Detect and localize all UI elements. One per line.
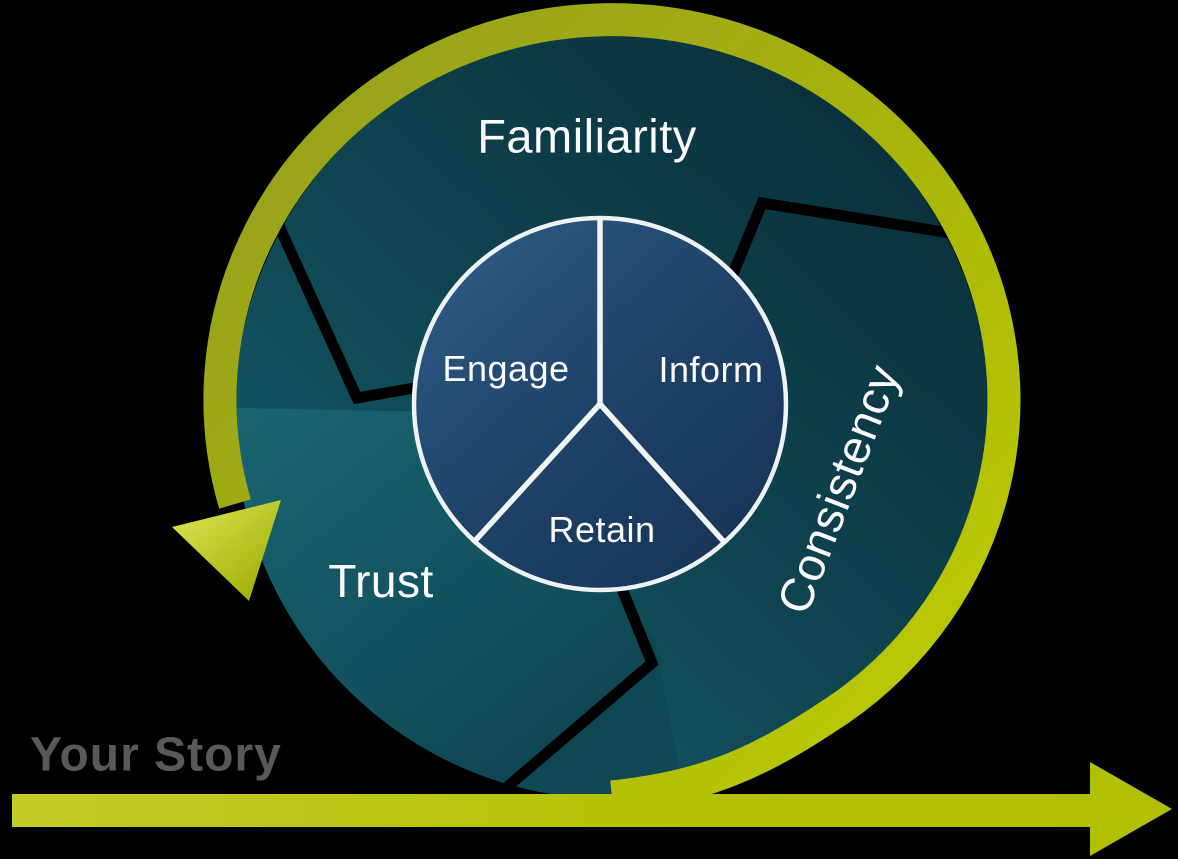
label-retain: Retain xyxy=(548,509,656,550)
label-engage: Engage xyxy=(442,348,570,389)
story-timeline-arrow-icon xyxy=(12,762,1172,856)
loop-arrow-band xyxy=(203,3,1021,814)
label-your-story: Your Story xyxy=(30,728,282,782)
core-divider-spokes xyxy=(470,217,728,545)
segment-divider-left xyxy=(264,203,421,405)
core-pie xyxy=(411,215,789,593)
label-familiarity: Familiarity xyxy=(477,109,697,163)
label-trust: Trust xyxy=(328,555,434,607)
label-inform: Inform xyxy=(658,349,764,390)
segment-divider-top-right xyxy=(727,196,964,277)
loop-arrow-head-icon xyxy=(172,500,281,601)
segment-divider-bottom xyxy=(495,586,659,799)
